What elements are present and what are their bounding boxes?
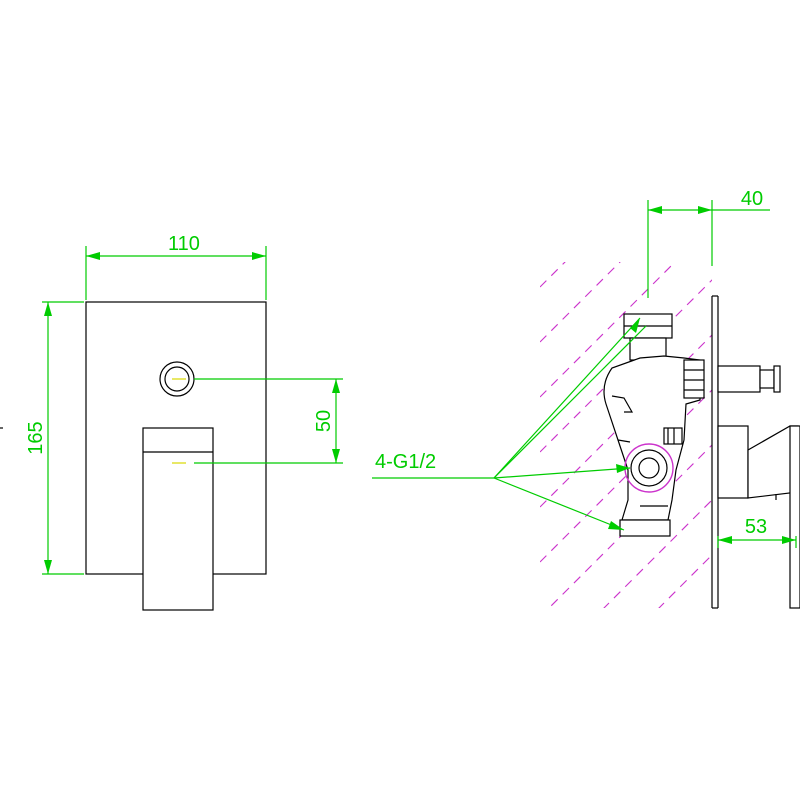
dimension-label-165: 165 xyxy=(25,421,47,454)
dimension-53: 53 xyxy=(717,516,797,548)
dimension-40: 40 xyxy=(647,188,770,298)
valve-body xyxy=(603,313,800,609)
side-view: 40 53 4-G1/2 xyxy=(372,188,800,609)
dimension-label-110: 110 xyxy=(168,233,200,255)
dimension-165: 165 xyxy=(25,301,84,575)
handle-lever xyxy=(142,427,214,611)
leader-4-g1-2: 4-G1/2 xyxy=(372,317,647,531)
diverter-knob-inner xyxy=(164,366,190,392)
dimension-110: 110 xyxy=(85,233,267,300)
dimension-label-50: 50 xyxy=(313,410,335,432)
connection-label: 4-G1/2 xyxy=(375,451,436,473)
front-view: 110 165 50 xyxy=(0,233,343,611)
dimension-label-40: 40 xyxy=(741,188,763,210)
dimension-50: 50 xyxy=(194,378,343,464)
dimension-label-53: 53 xyxy=(745,516,767,538)
